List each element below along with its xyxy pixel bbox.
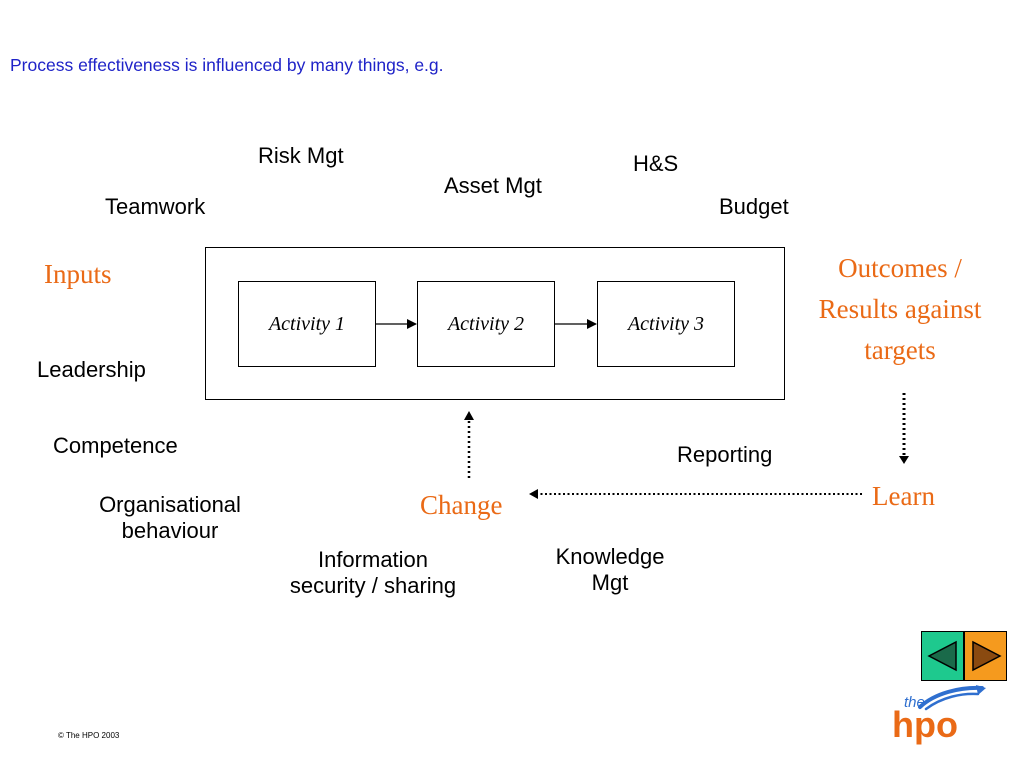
- factor-risk-mgt: Risk Mgt: [258, 143, 344, 168]
- change-label: Change: [420, 490, 503, 520]
- factor-information-security: Information security / sharing: [258, 547, 488, 600]
- outcomes-line1: Outcomes /: [838, 253, 962, 283]
- process-box: [205, 247, 785, 400]
- arrow-outcomes-to-learn-head: [899, 456, 909, 464]
- factor-competence: Competence: [53, 433, 178, 458]
- factor-knowledge-mgt-line2: Mgt: [591, 570, 629, 596]
- previous-slide-button[interactable]: [921, 631, 964, 681]
- activity-1-box: Activity 1: [238, 281, 376, 367]
- logo-main-text: hpo: [892, 704, 958, 745]
- activity-3-box: Activity 3: [597, 281, 735, 367]
- arrow-learn-to-change-head: [529, 489, 538, 499]
- arrow-change-to-process-head: [464, 411, 474, 420]
- factor-reporting: Reporting: [677, 442, 773, 467]
- activity-2-box: Activity 2: [417, 281, 555, 367]
- outcomes-line3: targets: [864, 335, 936, 365]
- next-slide-button[interactable]: [964, 631, 1007, 681]
- factor-asset-mgt: Asset Mgt: [444, 173, 542, 198]
- hpo-logo: the hpo: [890, 685, 990, 745]
- factor-information-security-line1: Information: [317, 547, 429, 572]
- logo-small-text: the: [904, 694, 925, 711]
- inputs-label: Inputs: [44, 259, 112, 289]
- factor-organisational-behaviour: Organisational behaviour: [70, 492, 270, 545]
- outcomes-line2: Results against: [818, 294, 982, 324]
- factor-hs: H&S: [633, 151, 679, 176]
- factor-knowledge-mgt-line1: Knowledge: [555, 544, 665, 569]
- copyright: © The HPO 2003: [58, 731, 120, 740]
- factor-information-security-line2: security / sharing: [289, 573, 457, 599]
- page-title: Process effectiveness is influenced by m…: [10, 55, 444, 75]
- factor-leadership: Leadership: [37, 357, 146, 382]
- triangle-left-icon: [926, 640, 957, 672]
- factor-budget: Budget: [719, 194, 789, 219]
- factor-knowledge-mgt: Knowledge Mgt: [530, 544, 690, 597]
- triangle-right-icon: [971, 640, 1002, 672]
- learn-label: Learn: [872, 481, 935, 511]
- factor-organisational-behaviour-line1: Organisational: [99, 492, 241, 517]
- factor-organisational-behaviour-line2: behaviour: [121, 518, 219, 544]
- factor-teamwork: Teamwork: [105, 194, 206, 219]
- outcomes-label: Outcomes / Results against targets: [790, 248, 1010, 371]
